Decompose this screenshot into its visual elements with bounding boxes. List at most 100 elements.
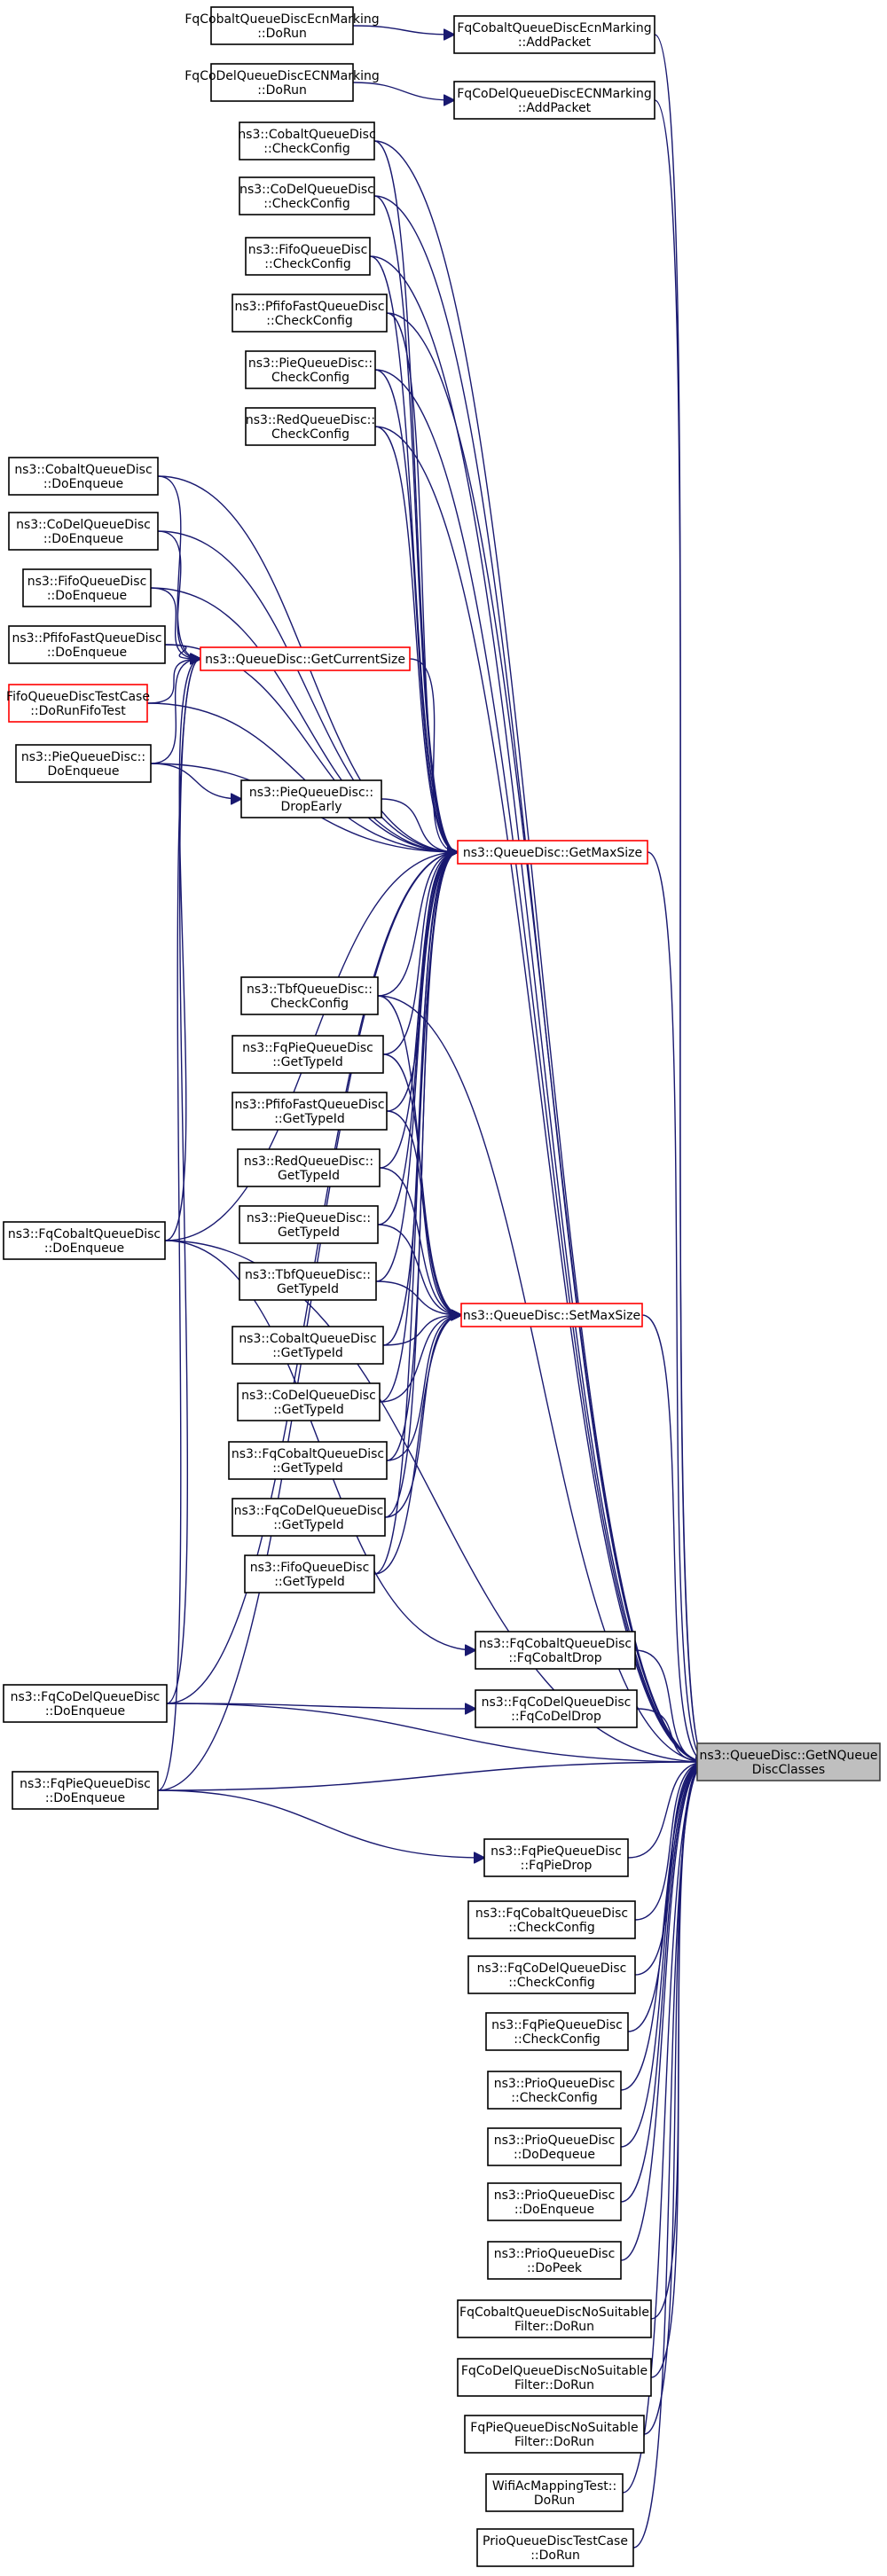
node-ns3-prioqueuedisc-doenqueue[interactable]: ns3::PrioQueueDisc::DoEnqueue (487, 2182, 622, 2221)
node-ns3-queuedisc-getcurrentsize[interactable]: ns3::QueueDisc::GetCurrentSize (200, 646, 411, 671)
node-ns3-fifoqueuedisc-gettypeid[interactable]: ns3::FifoQueueDisc::GetTypeId (244, 1554, 375, 1593)
node-ns3-cobaltqueuedisc-checkconfig[interactable]: ns3::CobaltQueueDisc::CheckConfig (238, 121, 376, 161)
node-box (22, 568, 152, 607)
node-label: ns3::PrioQueueDisc (494, 2188, 616, 2203)
node-ns3-prioqueuedisc-dodequeue[interactable]: ns3::PrioQueueDisc::DoDequeue (487, 2127, 622, 2166)
edge-n42-n35 (620, 1762, 706, 2148)
node-label: DropEarly (280, 800, 341, 814)
node-box (200, 646, 411, 671)
node-ns3-redqueuedisc-checkconfig[interactable]: ns3::RedQueueDisc::CheckConfig (245, 407, 376, 446)
node-ns3-queuedisc-getmaxsize[interactable]: ns3::QueueDisc::GetMaxSize (457, 840, 648, 865)
edge-n3-n35 (654, 99, 706, 1762)
edge-n6-n35 (369, 255, 706, 1762)
node-box (487, 2241, 622, 2280)
node-label: ::GetTypeId (272, 1461, 343, 1476)
node-fqcobaltqueuediscecnmarking-dorun[interactable]: FqCobaltQueueDiscEcnMarking::DoRun (184, 6, 380, 45)
node-ns3-tbfqueuedisc-checkconfig[interactable]: ns3::TbfQueueDisc::CheckConfig (240, 976, 379, 1015)
edge-n27-n26 (382, 1315, 461, 1346)
node-ns3-cobaltqueuedisc-gettypeid[interactable]: ns3::CobaltQueueDisc::GetTypeId (232, 1326, 384, 1365)
edge-n38-n35 (634, 1762, 706, 1921)
edge-n43-n35 (620, 1762, 706, 2203)
node-ns3-piequeuedisc-doenqueue[interactable]: ns3::PieQueueDisc::DoEnqueue (15, 744, 152, 783)
node-ns3-codelqueuedisc-doenqueue[interactable]: ns3::CoDelQueueDisc::DoEnqueue (8, 512, 159, 551)
node-box (240, 976, 379, 1015)
node-ns3-fqcodelqueuedisc-checkconfig[interactable]: ns3::FqCoDelQueueDisc::CheckConfig (467, 1955, 636, 1994)
node-ns3-fqcobaltqueuedisc-doenqueue[interactable]: ns3::FqCobaltQueueDisc::DoEnqueue (3, 1221, 166, 1260)
node-box (239, 1262, 377, 1301)
node-label: CheckConfig (271, 997, 349, 1011)
node-label: ::CheckConfig (508, 1976, 594, 1990)
node-ns3-codelqueuedisc-gettypeid[interactable]: ns3::CoDelQueueDisc::GetTypeId (237, 1382, 381, 1421)
node-ns3-fqcodelqueuedisc-fqcodeldrop[interactable]: ns3::FqCoDelQueueDisc::FqCoDelDrop (475, 1689, 638, 1728)
node-ns3-fqcodelqueuedisc-doenqueue[interactable]: ns3::FqCoDelQueueDisc::DoEnqueue (3, 1684, 168, 1723)
node-label: FifoQueueDiscTestCase (6, 690, 150, 704)
node-box (244, 1554, 375, 1593)
node-ns3-fqcodelqueuedisc-gettypeid[interactable]: ns3::FqCoDelQueueDisc::GetTypeId (232, 1498, 386, 1537)
node-box (232, 1092, 388, 1131)
edge-n14-n16 (146, 659, 200, 704)
node-ns3-fqcobaltqueuedisc-gettypeid[interactable]: ns3::FqCobaltQueueDisc::GetTypeId (228, 1441, 388, 1480)
node-ns3-tbfqueuedisc-gettypeid[interactable]: ns3::TbfQueueDisc::GetTypeId (239, 1262, 377, 1301)
node-box (8, 457, 159, 496)
node-ns3-piequeuedisc-checkconfig[interactable]: ns3::PieQueueDisc::CheckConfig (245, 350, 376, 389)
node-box (487, 2182, 622, 2221)
node-label: ns3::PfifoFastQueueDisc (12, 631, 161, 646)
node-ns3-prioqueuedisc-dopeek[interactable]: ns3::PrioQueueDisc::DoPeek (487, 2241, 622, 2280)
node-label: ns3::RedQueueDisc:: (246, 413, 375, 427)
node-box (12, 1771, 159, 1810)
node-wifiacmappingtest-dorun[interactable]: WifiAcMappingTest::DoRun (485, 2473, 624, 2512)
node-label: ns3::CobaltQueueDisc (238, 128, 375, 142)
node-prioqueuedisctestcase-dorun[interactable]: PrioQueueDiscTestCase::DoRun (476, 2528, 634, 2567)
node-box (232, 1326, 384, 1365)
edge-n22-n18 (379, 852, 458, 1169)
node-ns3-cobaltqueuedisc-doenqueue[interactable]: ns3::CobaltQueueDisc::DoEnqueue (8, 457, 159, 496)
node-ns3-prioqueuedisc-checkconfig[interactable]: ns3::PrioQueueDisc::CheckConfig (487, 2071, 622, 2110)
node-ns3-fifoqueuedisc-doenqueue[interactable]: ns3::FifoQueueDisc::DoEnqueue (22, 568, 152, 607)
node-box (457, 2299, 652, 2338)
node-label: ns3::PieQueueDisc:: (21, 750, 145, 764)
node-label: GetTypeId (277, 1282, 339, 1296)
node-label: ns3::FqPieQueueDisc (491, 2018, 623, 2032)
node-fifoqueuedisctestcase-dorunfifotest[interactable]: FifoQueueDiscTestCase::DoRunFifoTest (6, 684, 150, 723)
node-ns3-fqpiequeuedisc-fqpiedrop[interactable]: ns3::FqPieQueueDisc::FqPieDrop (483, 1838, 629, 1877)
node-ns3-fqcobaltqueuedisc-checkconfig[interactable]: ns3::FqCobaltQueueDisc::CheckConfig (467, 1900, 636, 1939)
node-box (453, 81, 655, 120)
edge-n31-n26 (373, 1315, 461, 1575)
edge-n23-n18 (377, 852, 458, 1225)
edge-n15-n16 (150, 659, 200, 764)
node-ns3-pfifofastqueuedisc-gettypeid[interactable]: ns3::PfifoFastQueueDisc::GetTypeId (232, 1092, 388, 1131)
node-label: ns3::PrioQueueDisc (494, 2077, 616, 2091)
node-box (3, 1684, 168, 1723)
node-label: ::AddPacket (518, 35, 592, 50)
node-ns3-redqueuedisc-gettypeid[interactable]: ns3::RedQueueDisc::GetTypeId (237, 1148, 381, 1187)
edge-n41-n35 (620, 1762, 706, 2091)
node-fqcodelqueuediscecnmarking-addpacket[interactable]: FqCoDelQueueDiscECNMarking::AddPacket (453, 81, 655, 120)
node-ns3-fifoqueuedisc-checkconfig[interactable]: ns3::FifoQueueDisc::CheckConfig (245, 237, 371, 276)
node-label: ::GetTypeId (274, 1112, 345, 1126)
node-ns3-fqcobaltqueuedisc-fqcobaltdrop[interactable]: ns3::FqCobaltQueueDisc::FqCobaltDrop (475, 1631, 636, 1670)
node-label: ns3::PrioQueueDisc (494, 2247, 616, 2261)
node-label: ::DoEnqueue (45, 1704, 125, 1719)
node-label: ::FqPieDrop (521, 1859, 593, 1873)
node-fqcodelqueuediscecnmarking-dorun[interactable]: FqCoDelQueueDiscECNMarking::DoRun (184, 63, 380, 102)
node-ns3-piequeuedisc-gettypeid[interactable]: ns3::PieQueueDisc::GetTypeId (239, 1205, 379, 1244)
node-label: ns3::CoDelQueueDisc (241, 1389, 376, 1403)
node-ns3-codelqueuedisc-checkconfig[interactable]: ns3::CoDelQueueDisc::CheckConfig (239, 176, 375, 215)
node-label: ns3::FifoQueueDisc (250, 1561, 370, 1575)
node-label: ns3::PieQueueDisc:: (247, 1211, 371, 1225)
node-ns3-fqpiequeuedisc-checkconfig[interactable]: ns3::FqPieQueueDisc::CheckConfig (485, 2012, 629, 2051)
node-ns3-queuedisc-setmaxsize[interactable]: ns3::QueueDisc::SetMaxSize (460, 1303, 643, 1327)
node-ns3-fqpiequeuedisc-gettypeid[interactable]: ns3::FqPieQueueDisc::GetTypeId (232, 1035, 384, 1074)
edge-n19-n18 (377, 852, 458, 997)
node-ns3-piequeuedisc-dropearly[interactable]: ns3::PieQueueDisc::DropEarly (240, 779, 382, 818)
node-ns3-pfifofastqueuedisc-doenqueue[interactable]: ns3::PfifoFastQueueDisc::DoEnqueue (8, 625, 166, 664)
node-box (487, 2071, 622, 2110)
node-ns3-fqpiequeuedisc-doenqueue[interactable]: ns3::FqPieQueueDisc::DoEnqueue (12, 1771, 159, 1810)
node-ns3-pfifofastqueuedisc-checkconfig[interactable]: ns3::PfifoFastQueueDisc::CheckConfig (232, 294, 388, 333)
node-fqcobaltqueuediscecnmarking-addpacket[interactable]: FqCobaltQueueDiscEcnMarking::AddPacket (453, 15, 655, 54)
edge-n2-n3 (352, 82, 454, 100)
